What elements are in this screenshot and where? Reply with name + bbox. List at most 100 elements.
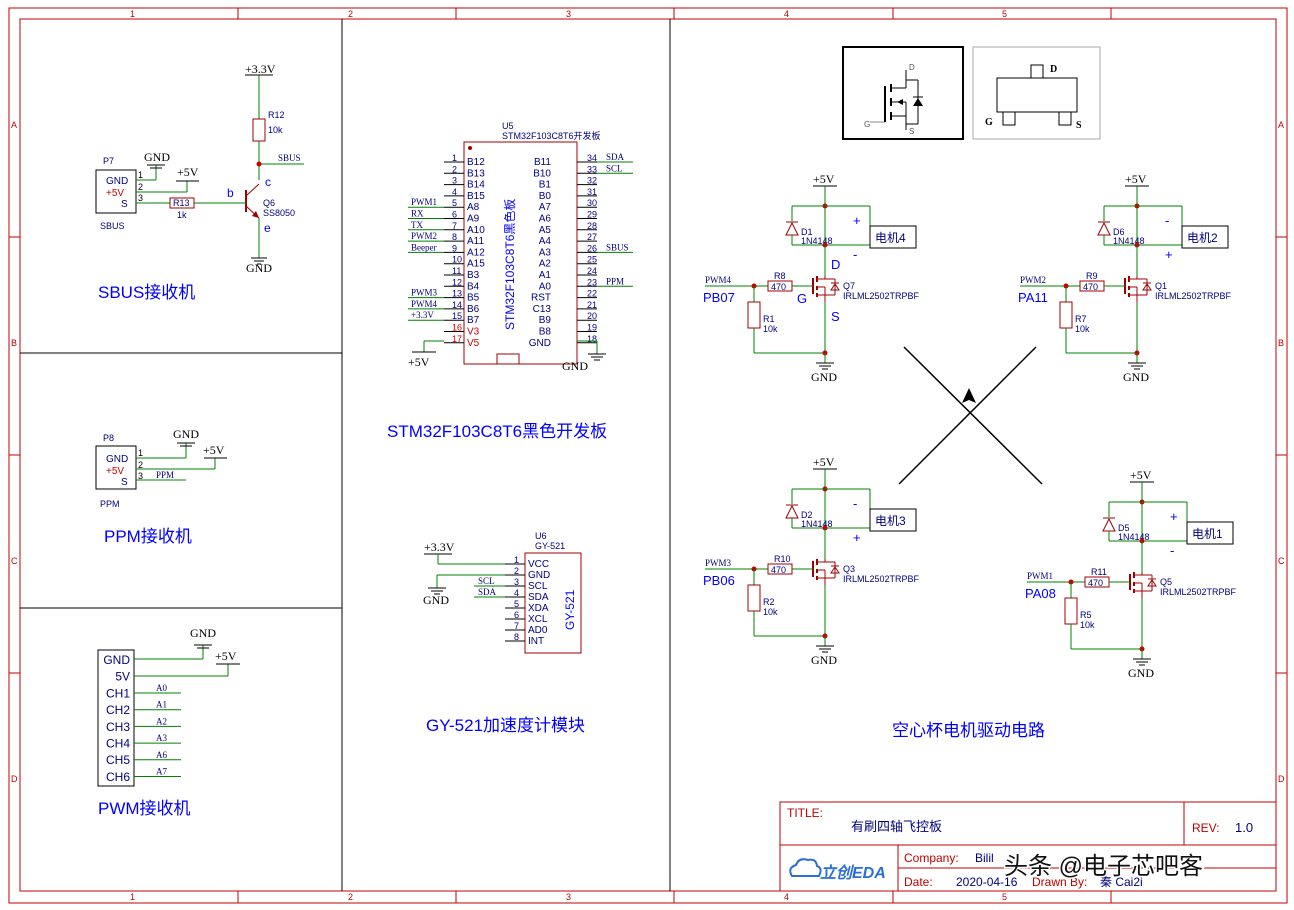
u5-left-pin-a9: A9 bbox=[467, 214, 480, 225]
resistor-r10-ref: R10 bbox=[774, 554, 791, 564]
p8-pin1-num: 1 bbox=[138, 448, 143, 458]
u5-left-pin-b13: B13 bbox=[467, 168, 485, 179]
diode-d2-value: 1N4148 bbox=[801, 519, 833, 529]
lceda-logo-text: 立创EDA bbox=[820, 864, 886, 882]
stm32-section-title: STM32F103C8T6黑色开发板 bbox=[387, 422, 607, 441]
col-mark-top-2: 2 bbox=[348, 9, 353, 19]
u6-pin-num-2: 2 bbox=[514, 566, 519, 576]
p7-pin3-name: S bbox=[121, 199, 128, 210]
p7-gnd-label: GND bbox=[144, 150, 170, 164]
resistor-r7-ref: R7 bbox=[1075, 314, 1087, 324]
q6-ref: Q6 bbox=[263, 198, 275, 208]
pkg-sot-s: S bbox=[1076, 120, 1082, 131]
u5-left-pin-num-16: 16 bbox=[452, 323, 462, 333]
resistor-r8-value: 470 bbox=[771, 282, 786, 292]
pwm-net-pwm3: PWM3 bbox=[705, 558, 732, 568]
r13-value: 1k bbox=[177, 210, 187, 220]
motor-driver-4-5v: +5V bbox=[1130, 468, 1152, 482]
date-value: 2020-04-16 bbox=[956, 875, 1018, 889]
u6-net-scl: SCL bbox=[478, 576, 495, 586]
diode-d6-value: 1N4148 bbox=[1113, 236, 1145, 246]
col-mark-top-4: 4 bbox=[784, 9, 789, 19]
u5-left-pin-num-17: 17 bbox=[452, 334, 462, 344]
u5-right-pin-b9: B9 bbox=[539, 315, 552, 326]
pkg-symbol-s: S bbox=[909, 127, 914, 136]
u5-right-pin-a7: A7 bbox=[539, 202, 552, 213]
pwm-gnd-label: GND bbox=[190, 626, 216, 640]
p8-gnd-label: GND bbox=[173, 427, 199, 441]
ppm-receiver-circuit: P8 GND +5V S 1 2 3 GND +5V PPM PPM bbox=[95, 427, 227, 509]
resistor-r9-ref: R9 bbox=[1086, 271, 1098, 281]
u5-left-pin-num-6: 6 bbox=[452, 210, 457, 220]
diode-d2-ref: D2 bbox=[801, 510, 813, 520]
u5-net-rx: RX bbox=[411, 209, 424, 219]
resistor-r2-value: 10k bbox=[763, 607, 778, 617]
u6-pin-xcl: XCL bbox=[528, 614, 548, 625]
sbus-3v3-label: +3.3V bbox=[245, 62, 276, 76]
u6-pin-num-4: 4 bbox=[514, 588, 519, 598]
motor-driver-4-gnd: GND bbox=[1128, 666, 1154, 680]
mosfet-q7-ref: Q7 bbox=[843, 281, 855, 291]
u5-left-pin-num-1: 1 bbox=[452, 153, 457, 163]
col-mark-bottom-5: 5 bbox=[1002, 892, 1007, 902]
r12-value: 10k bbox=[268, 125, 283, 135]
pin-label-pa08: PA08 bbox=[1025, 586, 1056, 601]
motor-driver-1-5v: +5V bbox=[813, 172, 835, 186]
pkg-symbol-g: G bbox=[864, 120, 870, 129]
u5-right-pin-num-29: 29 bbox=[587, 210, 597, 220]
u5-left-pin-num-8: 8 bbox=[452, 232, 457, 242]
u5-left-pin-b12: B12 bbox=[467, 157, 485, 168]
title-value: 有刷四轴飞控板 bbox=[851, 819, 942, 834]
u5-left-pin-num-2: 2 bbox=[452, 164, 457, 174]
u5-net-pwm3: PWM3 bbox=[411, 288, 438, 298]
mosfet-q1-value: IRLML2502TRPBF bbox=[1155, 291, 1232, 301]
u5-left-pin-a12: A12 bbox=[467, 247, 485, 258]
motor-3-bottom-polarity: + bbox=[853, 530, 861, 545]
resistor-r11-value: 470 bbox=[1088, 578, 1103, 588]
mosfet-q7-gate-label: G bbox=[797, 291, 807, 306]
pwm-net-a3: A3 bbox=[156, 733, 167, 743]
row-mark-right-B: B bbox=[1278, 338, 1284, 348]
resistor-r1-ref: R1 bbox=[763, 314, 775, 324]
u5-left-pin-b4: B4 bbox=[467, 281, 480, 292]
col-mark-top-1: 1 bbox=[130, 9, 135, 19]
u5-left-pin-num-15: 15 bbox=[452, 311, 462, 321]
u6-pin-xda: XDA bbox=[528, 603, 549, 614]
u5-5v-label: +5V bbox=[408, 355, 430, 369]
u5-left-pin-num-5: 5 bbox=[452, 198, 457, 208]
u5-gnd-label: GND bbox=[562, 359, 588, 373]
p8-pin2-num: 2 bbox=[138, 460, 143, 470]
mosfet-q7-source-label: S bbox=[831, 309, 840, 324]
p7-ref: P7 bbox=[103, 156, 114, 166]
u5-right-pin-b10: B10 bbox=[533, 168, 551, 179]
mosfet-q7-value: IRLML2502TRPBF bbox=[843, 291, 920, 301]
pin-label-pb07: PB07 bbox=[703, 290, 735, 305]
u5-right-pin-a6: A6 bbox=[539, 214, 552, 225]
u5-left-pin-num-12: 12 bbox=[452, 277, 462, 287]
col-mark-bottom-1: 1 bbox=[130, 892, 135, 902]
col-mark-bottom-2: 2 bbox=[348, 892, 353, 902]
u5-left-pin-num-10: 10 bbox=[452, 255, 462, 265]
p7-pin3-num: 3 bbox=[138, 193, 143, 203]
pwm-pin-ch1: CH1 bbox=[106, 686, 130, 700]
u6-ref: U6 bbox=[535, 531, 547, 541]
u5-net-33v: +3.3V bbox=[411, 310, 434, 320]
u5-right-pin-gnd: GND bbox=[529, 338, 551, 349]
u6-pin-gnd: GND bbox=[528, 570, 550, 581]
u5-right-pin-num-26: 26 bbox=[587, 243, 597, 253]
motor-section-title: 空心杯电机驱动电路 bbox=[892, 721, 1045, 740]
u5-right-pin-a4: A4 bbox=[539, 236, 552, 247]
u5-left-pin-num-3: 3 bbox=[452, 176, 457, 186]
u6-pin-int: INT bbox=[528, 636, 544, 647]
u5-right-pin-a0: A0 bbox=[539, 281, 552, 292]
u5-right-pin-num-20: 20 bbox=[587, 311, 597, 321]
lceda-logo: 立创EDA bbox=[789, 858, 886, 882]
ppm-section-title: PPM接收机 bbox=[104, 527, 192, 546]
pwm-pin-ch3: CH3 bbox=[106, 720, 130, 734]
u6-pin-sda: SDA bbox=[528, 592, 549, 603]
p8-ref: P8 bbox=[103, 433, 114, 443]
